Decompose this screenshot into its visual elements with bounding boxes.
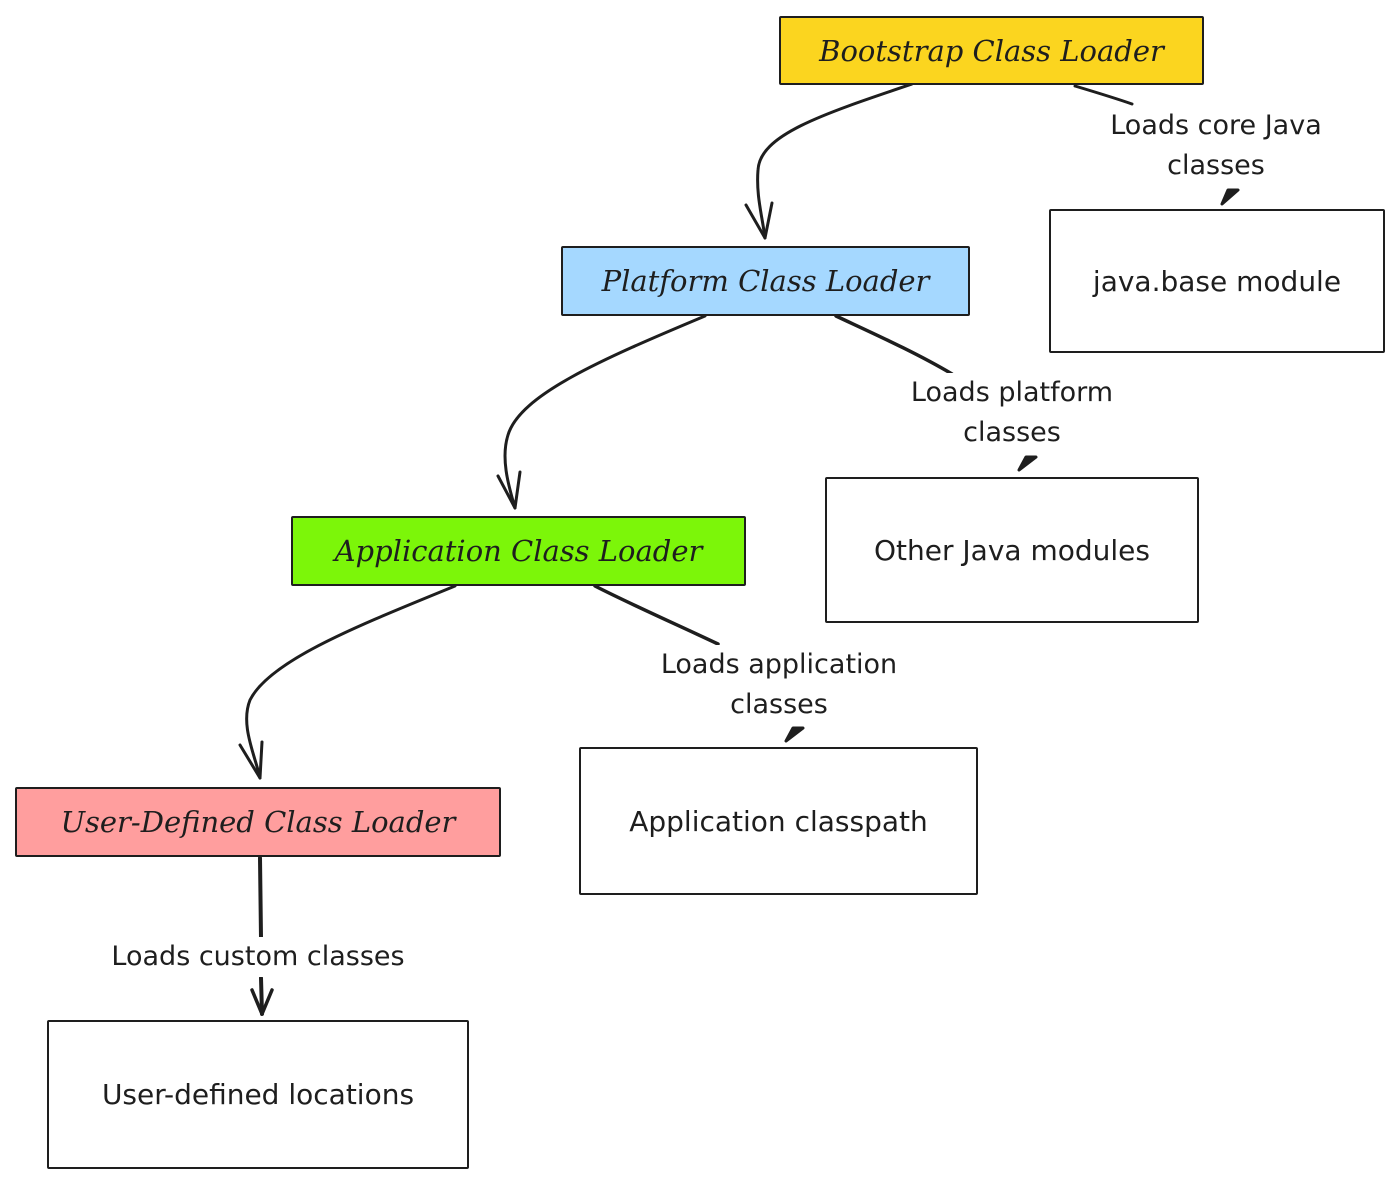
- other-java-modules-node: Other Java modules: [825, 477, 1199, 623]
- arrow-platform-to-application: [503, 314, 707, 510]
- arrowhead-application: [496, 470, 522, 510]
- arrowhead-classpath: [784, 726, 805, 743]
- edge-label-platform: Loads platform classes: [882, 373, 1142, 453]
- arrowhead-platform: [744, 201, 774, 240]
- arrow-bootstrap-to-javabase: [1073, 84, 1134, 106]
- edge-label-core: Loads core Java classes: [1086, 106, 1346, 186]
- arrow-bootstrap-to-platform: [756, 82, 914, 240]
- arrow-application-to-classpath: [593, 584, 720, 646]
- arrowhead-othermodules: [1017, 455, 1038, 472]
- arrowhead-locations: [250, 988, 274, 1016]
- arrowhead-javabase: [1220, 188, 1240, 206]
- edge-label-custom: Loads custom classes: [80, 937, 436, 977]
- arrowhead-user: [238, 740, 264, 780]
- arrow-application-to-user: [245, 584, 457, 780]
- bootstrap-class-loader-node: Bootstrap Class Loader: [779, 16, 1204, 85]
- java-base-module-node: java.base module: [1049, 209, 1385, 353]
- application-classpath-node: Application classpath: [579, 747, 978, 895]
- application-class-loader-node: Application Class Loader: [291, 516, 746, 586]
- arrow-user-to-locations: [258, 856, 264, 1016]
- user-defined-locations-node: User-defined locations: [47, 1020, 469, 1169]
- platform-class-loader-node: Platform Class Loader: [561, 246, 970, 316]
- user-defined-class-loader-node: User-Defined Class Loader: [15, 787, 501, 857]
- edge-label-application: Loads application classes: [638, 645, 920, 725]
- arrow-platform-to-othermodules: [834, 314, 954, 376]
